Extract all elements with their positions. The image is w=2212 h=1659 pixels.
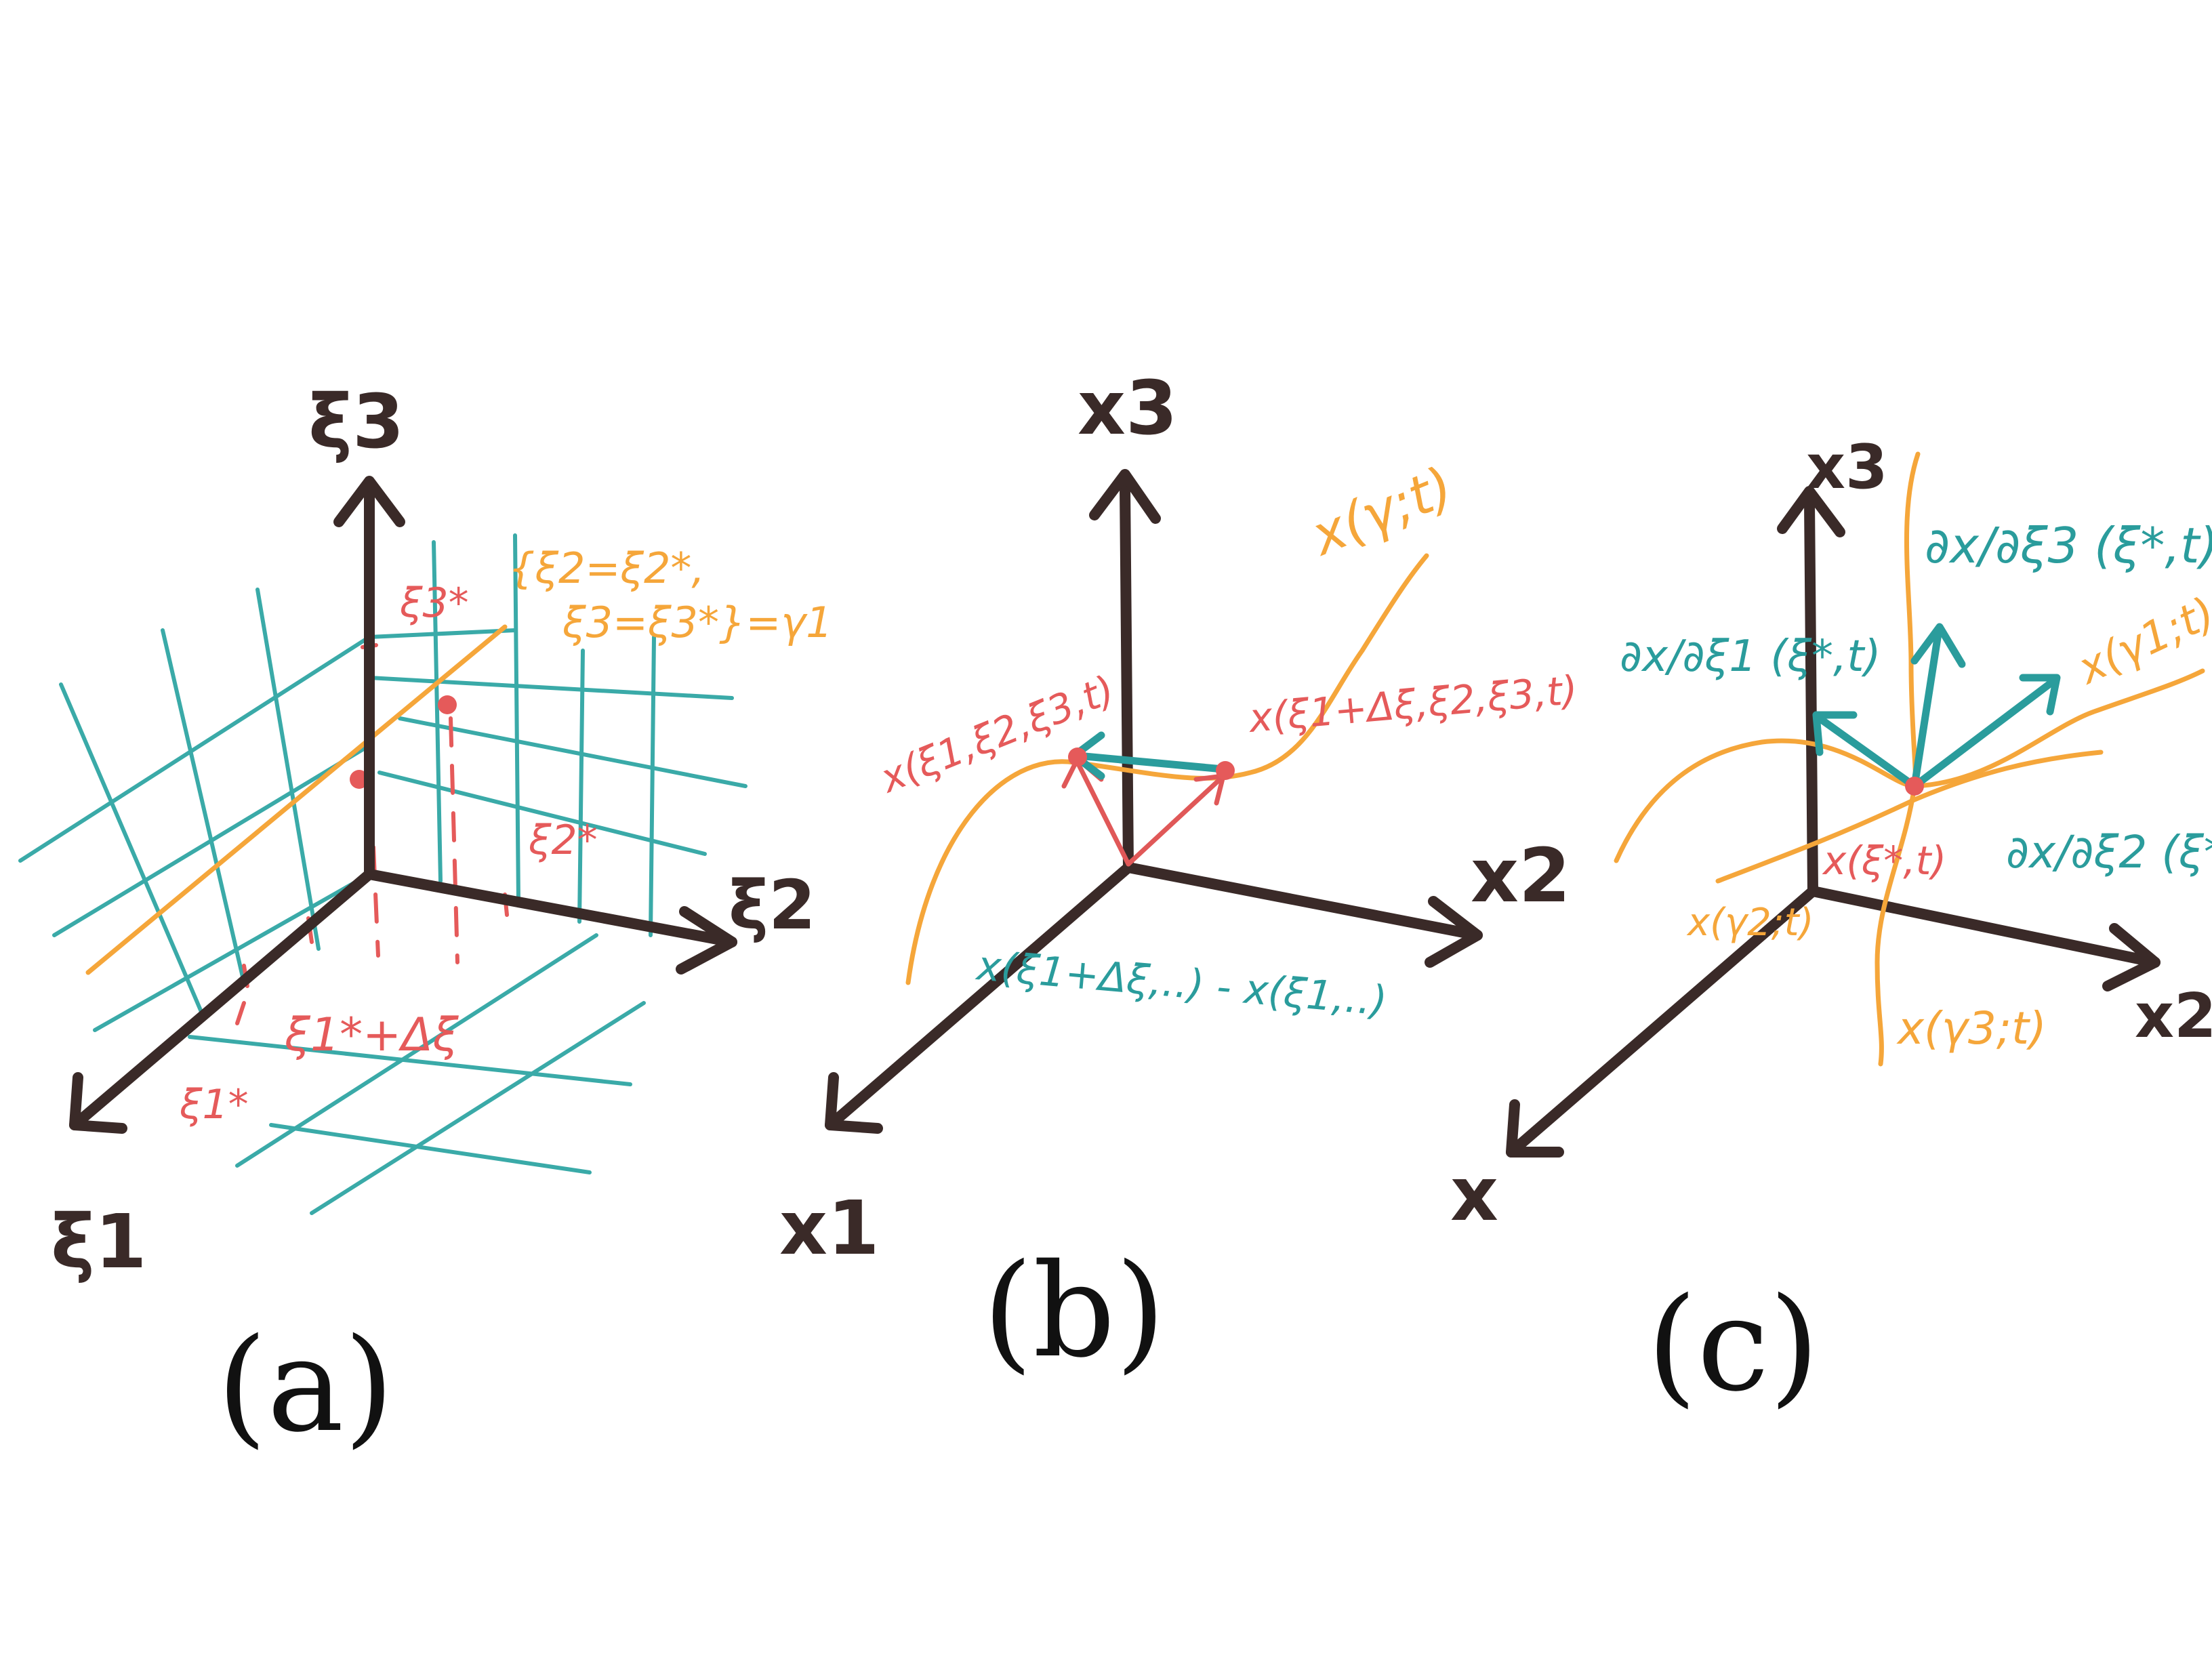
label-xi3-star: ξ3* xyxy=(399,579,469,627)
axis-c-x2 xyxy=(1807,886,2160,968)
gamma1-line xyxy=(85,624,508,975)
axis-x1-label: x1 xyxy=(779,1185,880,1271)
panel-c: x3 x2 x ∂x/∂ξ3 (ξ*,t) ∂x/∂ξ1 (ξ*,t) ∂x/∂… xyxy=(1450,432,2212,1420)
label-d3: ∂x/∂ξ3 (ξ*,t) xyxy=(1925,517,2212,574)
vector-d2 xyxy=(1910,677,2057,790)
label-point-c: x(ξ*,t) xyxy=(1822,838,1946,884)
label-xi1-plus-dxi: ξ1*+Δξ xyxy=(284,1008,459,1062)
axis-x3-label: x3 xyxy=(1078,365,1178,451)
axis-c-x3-label: x3 xyxy=(1806,432,1888,503)
axis-xi1-label: ξ1 xyxy=(51,1198,147,1285)
axes-c xyxy=(1506,486,2160,1158)
axis-c-x3 xyxy=(1804,496,1818,897)
axis-x3 xyxy=(1120,483,1134,873)
axis-c-x1-label: x xyxy=(1450,1151,1498,1237)
axis-c-x2-label: x2 xyxy=(2135,981,2212,1052)
axis-xi3-label: ξ3 xyxy=(308,378,405,465)
vector-d1 xyxy=(1816,714,1919,790)
label-gamma2-c: x(γ2;t) xyxy=(1686,901,1814,945)
panel-b: x3 x2 x1 x(γ;t) x(ξ1,ξ2,ξ3,t) x(ξ1+Δξ,ξ2… xyxy=(779,365,1579,1386)
axis-x2 xyxy=(1123,862,1483,941)
label-d1: ∂x/∂ξ1 (ξ*,t) xyxy=(1620,632,1881,682)
label-gamma-line1: {ξ2=ξ2*, xyxy=(508,544,705,593)
caption-a: (a) xyxy=(217,1311,394,1460)
axis-x1 xyxy=(825,862,1134,1130)
axis-x2-label: x2 xyxy=(1471,832,1571,919)
caption-b: (b) xyxy=(983,1236,1166,1386)
axes-a xyxy=(69,476,737,1134)
vector-d3 xyxy=(1910,630,1942,790)
label-difference: x(ξ1+Δξ,..) - x(ξ1,..) xyxy=(974,942,1389,1025)
curve-b xyxy=(905,553,1429,985)
label-xi2-star: ξ2* xyxy=(528,817,598,864)
axis-xi1 xyxy=(69,869,375,1130)
axes-b xyxy=(825,469,1483,1134)
axis-xi2-label: ξ2 xyxy=(729,865,816,945)
label-gamma-line2: ξ3=ξ3*}=γ1 xyxy=(562,598,833,647)
vector-red-right xyxy=(1126,777,1223,867)
label-curve-b: x(γ;t) xyxy=(1300,455,1461,569)
caption-c: (c) xyxy=(1647,1270,1820,1420)
curve-gamma3-c xyxy=(1875,451,1921,1067)
axis-xi2 xyxy=(364,869,737,947)
label-xi1-star: ξ1* xyxy=(179,1081,249,1128)
label-gamma3-c: x(γ3;t) xyxy=(1896,1002,2047,1054)
label-point-right: x(ξ1+Δξ,ξ2,ξ3,t) xyxy=(1246,667,1579,741)
label-point-left: x(ξ1,ξ2,ξ3,t) xyxy=(873,666,1121,802)
axis-c-x1 xyxy=(1506,886,1818,1158)
label-d2: ∂x/∂ξ2 (ξ*,t) xyxy=(2006,826,2212,878)
vector-red-left xyxy=(1075,760,1131,867)
grid-back-wall xyxy=(367,533,747,937)
vector-difference xyxy=(1073,752,1227,773)
panel-a: ξ3 ξ2 ξ1 ξ3* ξ2* ξ1* ξ1*+Δξ {ξ2=ξ2*, ξ3=… xyxy=(18,378,833,1460)
grid-left-wall xyxy=(18,588,646,1215)
